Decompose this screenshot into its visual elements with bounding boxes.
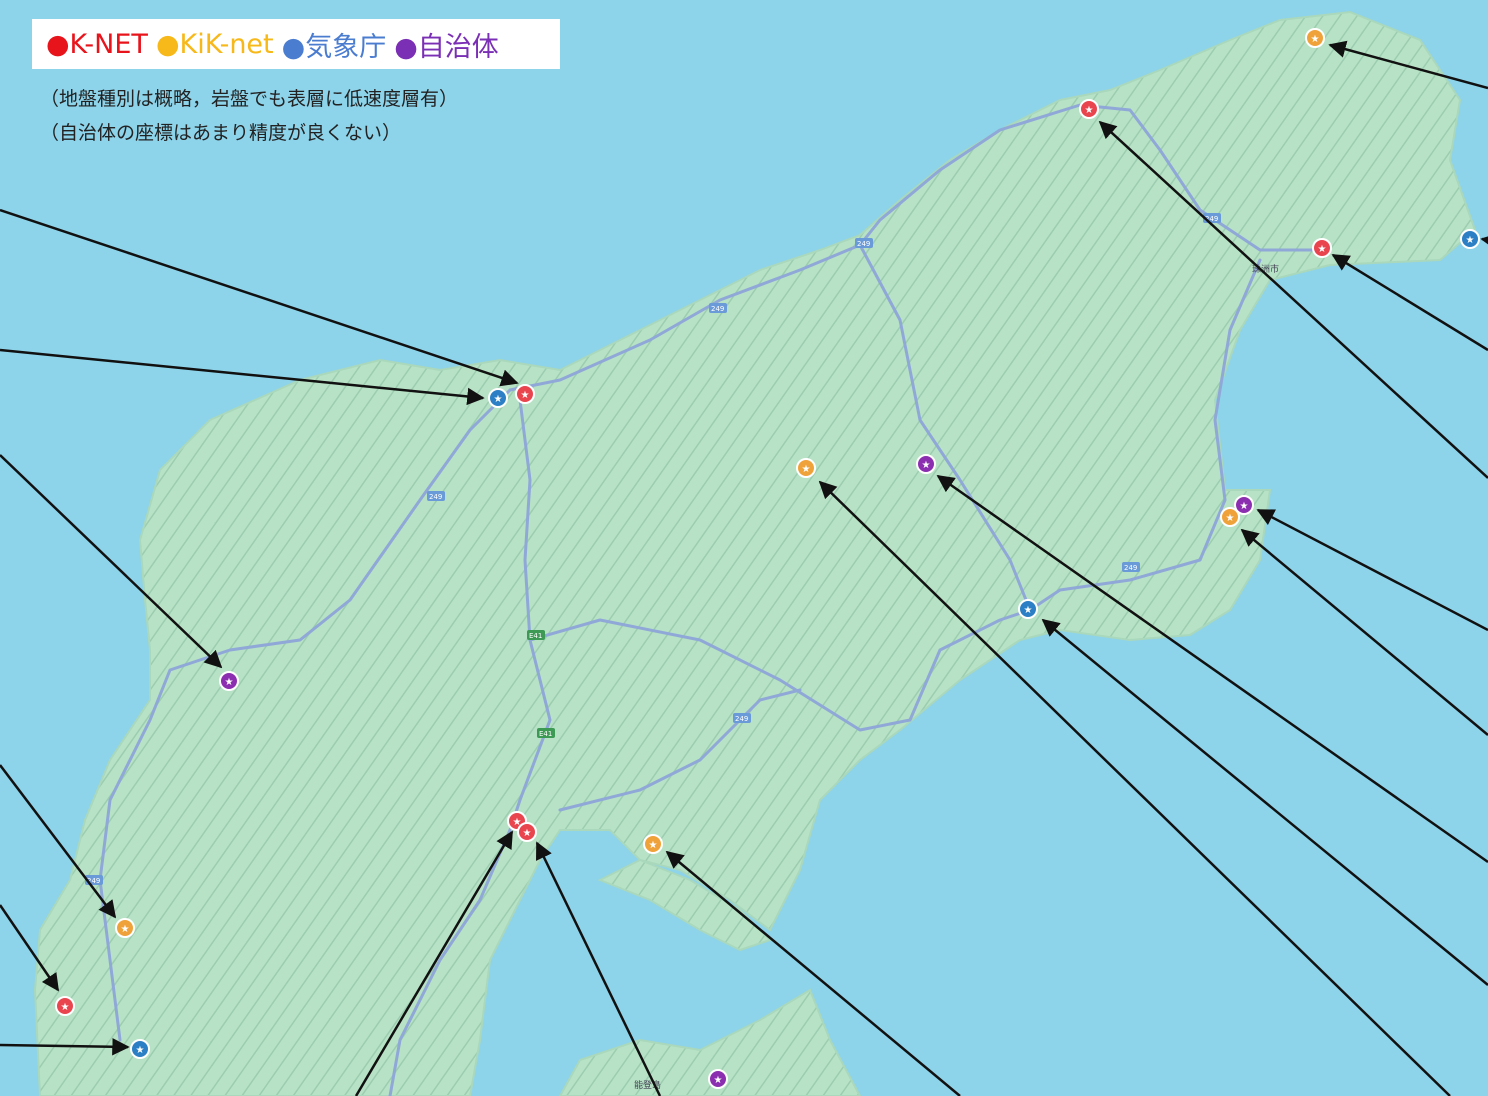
station-marker-knet[interactable]: ★ (1079, 99, 1099, 119)
star-icon: ★ (802, 464, 811, 475)
star-icon: ★ (1318, 244, 1327, 255)
star-icon: ★ (521, 390, 530, 401)
route-shield: E41 (527, 630, 545, 640)
legend-item-knet: ●K-NET (46, 28, 148, 60)
route-shield-label: 249 (711, 305, 724, 313)
island-land (558, 988, 862, 1096)
star-icon: ★ (121, 924, 130, 935)
star-icon: ★ (1240, 501, 1249, 512)
legend-item-kiknet: ●KiK-net (155, 28, 274, 60)
station-marker-knet[interactable]: ★ (515, 384, 535, 404)
south-bay-land (597, 858, 772, 952)
route-shield-label: 249 (429, 493, 442, 501)
star-icon: ★ (1311, 34, 1320, 45)
legend-item-jma: ●気象庁 (281, 31, 387, 63)
station-marker-jma[interactable]: ★ (488, 388, 508, 408)
route-shield: 249 (427, 491, 445, 501)
route-shield-label: E41 (539, 730, 552, 738)
station-markers: ★ ★ ★ ★ ★ ★ ★ ★ ★ ★ ★ ★ ★ ★ ★ ★ ★ ★ ★ (55, 28, 1480, 1089)
route-shield: 249 (733, 713, 751, 723)
star-icon: ★ (136, 1045, 145, 1056)
star-icon: ★ (1226, 513, 1235, 524)
route-shield: 249 (1122, 562, 1140, 572)
station-marker-municipal[interactable]: ★ (916, 454, 936, 474)
star-icon: ★ (1466, 235, 1475, 246)
station-marker-municipal[interactable]: ★ (1234, 495, 1254, 515)
legend: ●K-NET ●KiK-net ●気象庁 ●自治体 (32, 19, 560, 69)
star-icon: ★ (649, 840, 658, 851)
station-marker-municipal[interactable]: ★ (708, 1069, 728, 1089)
note-coordinate-accuracy: （自治体の座標はあまり精度が良くない） (40, 122, 402, 144)
route-shield-label: 249 (735, 715, 748, 723)
star-icon: ★ (1085, 105, 1094, 116)
route-shield: E41 (537, 728, 555, 738)
route-shield-label: 249 (1124, 564, 1137, 572)
station-marker-kiknet[interactable]: ★ (1305, 28, 1325, 48)
station-marker-jma[interactable]: ★ (1460, 229, 1480, 249)
route-shield-label: 249 (87, 877, 100, 885)
star-icon: ★ (225, 677, 234, 688)
star-icon: ★ (922, 460, 931, 471)
station-marker-jma[interactable]: ★ (1018, 599, 1038, 619)
star-icon: ★ (494, 394, 503, 405)
station-marker-municipal[interactable]: ★ (219, 671, 239, 691)
station-marker-knet[interactable]: ★ (1312, 238, 1332, 258)
station-marker-knet[interactable]: ★ (55, 996, 75, 1016)
station-marker-knet[interactable]: ★ (517, 822, 537, 842)
star-icon: ★ (61, 1002, 70, 1013)
map-notes: （地盤種別は概略，岩盤でも表層に低速度層有） （自治体の座標はあまり精度が良くな… (40, 82, 458, 150)
station-marker-kiknet[interactable]: ★ (115, 918, 135, 938)
route-shield: 249 (855, 238, 873, 248)
star-icon: ★ (714, 1075, 723, 1086)
callout-arrows (0, 40, 1488, 1096)
station-marker-kiknet[interactable]: ★ (1220, 507, 1240, 527)
note-ground-type: （地盤種別は概略，岩盤でも表層に低速度層有） (40, 88, 459, 110)
peninsula-land (33, 10, 1477, 1096)
station-marker-jma[interactable]: ★ (130, 1039, 150, 1059)
star-icon: ★ (1024, 605, 1033, 616)
legend-item-municipal: ●自治体 (394, 31, 499, 63)
route-shield-label: E41 (529, 632, 542, 640)
star-icon: ★ (523, 828, 532, 839)
station-marker-kiknet[interactable]: ★ (796, 458, 816, 478)
route-shield-label: 249 (857, 240, 870, 248)
station-marker-kiknet[interactable]: ★ (643, 834, 663, 854)
star-icon: ★ (513, 817, 522, 828)
route-labels: 249 249 249 249 249 249 E41 E41 249 (85, 213, 1221, 885)
route-shield-label: 249 (1205, 215, 1218, 223)
route-shield: 249 (709, 303, 727, 313)
